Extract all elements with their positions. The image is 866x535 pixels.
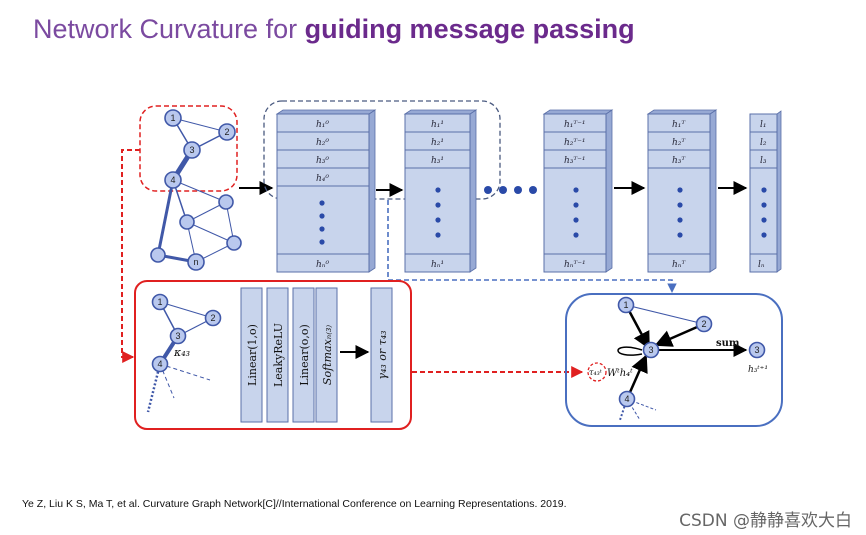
op-softmax (315, 287, 338, 423)
subgraph: 1 2 3 4 κ₄₃ (146, 293, 222, 413)
graph-node-n-label: n (193, 257, 198, 267)
output-ln: lₙ (758, 260, 765, 270)
watermark: CSDN @静静喜欢大白 (679, 511, 852, 531)
graph-node (150, 247, 166, 263)
op-gamma-tau (370, 287, 393, 423)
layer1-h1: h₁¹ (431, 120, 444, 130)
message-passing-graph: 1 2 3 4 3 sum τ₄₃ᵗ Wᵗh₄ᵗ h₃ᵗ⁺¹ (587, 296, 768, 421)
subgraph-node-1-label: 1 (157, 297, 162, 307)
graph-node-1-label: 1 (170, 113, 175, 123)
subgraph-node-2 (204, 309, 222, 327)
op-linear-1o-label: Linear(1,o) (246, 324, 259, 386)
layerT1-h1: h₁ᵀ⁻¹ (564, 120, 586, 130)
subgraph-node-2-label: 2 (210, 313, 215, 323)
graph-node-4-label: 4 (170, 175, 175, 185)
graph-node (218, 194, 234, 210)
mp-node-2 (695, 315, 713, 333)
layer-1: h₁¹ h₂¹ h₃¹ hₙ¹ (403, 109, 478, 273)
layer0-h4: h₄⁰ (316, 174, 329, 184)
mp-node-3-label: 3 (648, 345, 653, 355)
op-gamma-tau-label: γ₄₃ or τ₄₃ (376, 330, 389, 379)
kappa-label: κ₄₃ (173, 346, 190, 359)
mp-node-2-label: 2 (701, 319, 706, 329)
layer-0: h₁⁰ h₂⁰ h₃⁰ h₄⁰ hₙ⁰ (275, 109, 377, 273)
graph-node-2-label: 2 (224, 127, 229, 137)
graph-node-1 (164, 109, 182, 127)
tau-highlight (587, 362, 607, 382)
message-passing-box (565, 293, 783, 427)
op-linear-oo-label: Linear(o,o) (298, 324, 311, 386)
mp-node-3-next-label: 3 (754, 345, 759, 355)
blue-connector (387, 200, 677, 293)
output-l2: l₂ (760, 138, 767, 148)
op-leakyrelu (266, 287, 289, 423)
title-emphasis: guiding message passing (304, 14, 635, 44)
mp-node-4-label: 4 (624, 394, 629, 404)
layer1-h3: h₃¹ (431, 156, 444, 166)
op-linear-1o (240, 287, 263, 423)
subgraph-node-4 (151, 355, 169, 373)
layer0-hn: hₙ⁰ (316, 260, 329, 270)
graph-node-n (187, 253, 205, 271)
subgraph-node-1 (151, 293, 169, 311)
layer-t: h₁ᵀ h₂ᵀ h₃ᵀ hₙᵀ (646, 109, 718, 273)
subgraph-node-3-label: 3 (175, 331, 180, 341)
mp-node-3 (642, 341, 660, 359)
wh-label: Wᵗh₄ᵗ (607, 368, 633, 379)
red-connector-left (121, 149, 140, 363)
subgraph-node-4-label: 4 (157, 359, 162, 369)
op-blocks: Linear(1,o) LeakyReLU Linear(o,o) Softma… (240, 287, 393, 423)
input-graph: 1 2 3 4 n (139, 105, 242, 271)
layer1-hn: hₙ¹ (431, 260, 444, 270)
mp-node-4 (618, 390, 636, 408)
h-next-label: h₃ᵗ⁺¹ (748, 365, 768, 375)
layerT-hn: hₙᵀ (672, 260, 686, 270)
mp-node-1-label: 1 (623, 300, 628, 310)
title-prefix: Network Curvature for (33, 14, 305, 44)
layer0-h1: h₁⁰ (316, 120, 329, 130)
graph-node-4 (164, 171, 182, 189)
citation: Ye Z, Liu K S, Ma T, et al. Curvature Gr… (22, 498, 567, 510)
graph-node-2 (218, 123, 236, 141)
layer0-h3: h₃⁰ (316, 156, 329, 166)
op-leakyrelu-label: LeakyReLU (272, 323, 285, 387)
output-l3: l₃ (760, 156, 767, 166)
graph-node (179, 214, 195, 230)
highlight-box (139, 105, 238, 192)
output-l1: l₁ (760, 120, 767, 130)
mp-node-1 (617, 296, 635, 314)
graph-node-3 (183, 141, 201, 159)
layerT1-h2: h₂ᵀ⁻¹ (564, 138, 586, 148)
layerT-h1: h₁ᵀ (672, 120, 686, 130)
continuation-dots (484, 186, 537, 194)
op-linear-oo (292, 287, 315, 423)
page-title: Network Curvature for guiding message pa… (33, 14, 635, 45)
subgraph-node-3 (169, 327, 187, 345)
output-column: l₁ l₂ l₃ lₙ (749, 110, 782, 273)
layerT-h2: h₂ᵀ (672, 138, 686, 148)
curvature-module-box (134, 280, 412, 430)
layer-t-minus-1: h₁ᵀ⁻¹ h₂ᵀ⁻¹ h₃ᵀ⁻¹ hₙᵀ⁻¹ (542, 109, 614, 273)
graph-node-3-label: 3 (189, 145, 194, 155)
graph-node (226, 235, 242, 251)
layer0-h2: h₂⁰ (316, 138, 329, 148)
layer1-h2: h₂¹ (431, 138, 444, 148)
mp-node-3-next (748, 341, 766, 359)
layerT1-h3: h₃ᵀ⁻¹ (564, 156, 586, 166)
sum-label: sum (716, 338, 740, 349)
layerT-h3: h₃ᵀ (672, 156, 686, 166)
layerT1-hn: hₙᵀ⁻¹ (564, 260, 586, 270)
op-softmax-label: Softmaxₙ₍₃₎ (321, 325, 334, 385)
layer-focus-box (263, 100, 501, 200)
tau-label: τ₄₃ᵗ (589, 368, 602, 377)
